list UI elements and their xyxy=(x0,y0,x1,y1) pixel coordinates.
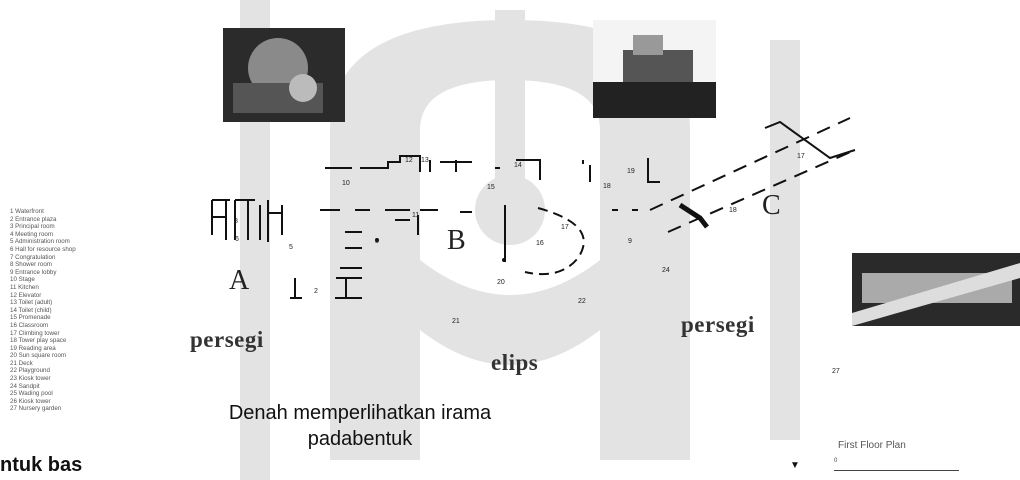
plan-number: 13 xyxy=(421,157,429,164)
north-arrow-icon: ▼ xyxy=(790,460,800,471)
legend-item: 2 Entrance plaza xyxy=(10,215,57,223)
plan-number: 27 xyxy=(832,368,840,375)
scale-bar: 0 xyxy=(834,458,959,471)
zone-label-c: C xyxy=(762,190,781,221)
plan-number: 3 xyxy=(375,238,379,245)
legend-item: 11 Kitchen xyxy=(10,283,39,291)
legend-item: 18 Tower play space xyxy=(10,337,67,345)
legend-item: 1 Waterfront xyxy=(10,208,44,215)
plan-number: 18 xyxy=(729,207,737,214)
legend-item: 13 Toilet (adult) xyxy=(10,299,53,307)
legend-item: 6 Hall for resource shop xyxy=(10,245,76,253)
legend-item: 7 Congratulation xyxy=(10,253,56,261)
legend-item: 21 Deck xyxy=(10,359,33,367)
legend-item: 5 Administration room xyxy=(10,238,70,246)
shape-label-left: persegi xyxy=(190,327,264,352)
plan-number: 8 xyxy=(234,218,238,225)
legend-item: 14 Toilet (child) xyxy=(10,306,52,314)
scale-start-label: 0 xyxy=(834,458,838,464)
plan-number: 18 xyxy=(603,183,611,190)
plan-number: 5 xyxy=(289,244,293,251)
plan-number: 17 xyxy=(561,224,569,231)
caption-line-1: Denah memperlihatkan irama xyxy=(228,402,492,424)
photo-right xyxy=(852,253,1020,326)
legend-item: 4 Meeting room xyxy=(10,230,53,238)
plan-number: 20 xyxy=(497,279,505,286)
figure-caption: Denah memperlihatkan irama padabentuk xyxy=(220,400,500,452)
plan-number: 19 xyxy=(627,168,635,175)
plan-number: 16 xyxy=(536,240,544,247)
legend-item: 25 Wading pool xyxy=(10,390,53,398)
plan-number: 21 xyxy=(452,318,460,325)
legend-item: 12 Elevator xyxy=(10,291,42,299)
legend-item: 20 Sun square room xyxy=(10,352,67,360)
shape-label-middle: elips xyxy=(491,350,539,375)
room-legend: 1 Waterfront 2 Entrance plaza 3 Principa… xyxy=(10,208,160,413)
shape-label-right: persegi xyxy=(681,312,755,337)
plan-number: 9 xyxy=(628,238,632,245)
plan-number: 24 xyxy=(662,267,670,274)
plan-number: 10 xyxy=(342,180,350,187)
legend-item: 15 Promenade xyxy=(10,314,51,322)
legend-item: 24 Sandpit xyxy=(10,382,40,390)
plan-number: 17 xyxy=(797,153,805,160)
caption-line-2: padabentuk xyxy=(307,428,413,450)
legend-item: 8 Shower room xyxy=(10,261,52,269)
legend-item: 23 Kiosk tower xyxy=(10,375,51,383)
bottom-cut-text: ntuk bas xyxy=(0,454,83,476)
plan-number: 2 xyxy=(314,288,318,295)
zone-label-a: A xyxy=(229,265,250,296)
plan-number: 6 xyxy=(235,236,239,243)
plan-number: 12 xyxy=(405,157,413,164)
plan-number: 22 xyxy=(578,298,586,305)
plan-number: 15 xyxy=(487,184,495,191)
legend-item: 17 Climbing tower xyxy=(10,329,60,337)
zone-label-b: B xyxy=(447,225,466,256)
plan-number: 11 xyxy=(412,212,420,219)
legend-item: 16 Classroom xyxy=(10,321,49,329)
photo-top-left xyxy=(223,28,345,122)
legend-item: 3 Principal room xyxy=(10,223,55,231)
legend-item: 9 Entrance lobby xyxy=(10,268,57,276)
photo-top-right xyxy=(593,20,716,118)
legend-item: 26 Kiosk tower xyxy=(10,397,51,405)
legend-item: 22 Playground xyxy=(10,367,50,375)
plan-title: First Floor Plan xyxy=(838,440,906,451)
legend-item: 19 Reading area xyxy=(10,344,56,352)
plan-number: 14 xyxy=(514,162,522,169)
legend-item: 10 Stage xyxy=(10,276,35,284)
legend-item: 27 Nursery garden xyxy=(10,405,62,413)
